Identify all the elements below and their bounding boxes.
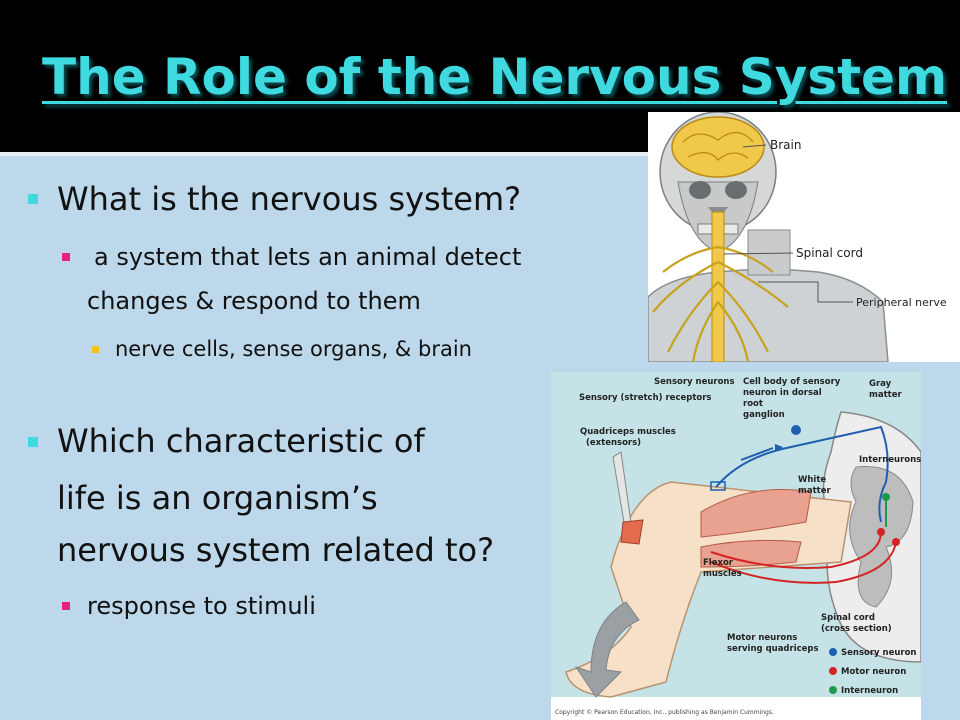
- label-gray-1: Gray: [869, 379, 892, 389]
- question-line-2: life is an organism’s: [57, 479, 378, 517]
- legend-dot-sensory: [829, 648, 837, 656]
- label-spinal-2: (cross section): [821, 624, 892, 634]
- answer-line-1: a system that lets an animal detect: [94, 243, 522, 271]
- legend-motor-neuron: Motor neuron: [841, 667, 906, 677]
- bullet-marker: [28, 437, 38, 447]
- label-cell-body-2: neuron in dorsal: [743, 388, 822, 398]
- label-quad-1: Quadriceps muscles: [580, 427, 676, 437]
- legend-dot-motor: [829, 667, 837, 675]
- reflex-arc-figure: Sensory neurons Sensory (stretch) recept…: [551, 372, 922, 720]
- label-brain: Brain: [770, 138, 801, 152]
- legend-interneuron: Interneuron: [841, 686, 898, 696]
- label-flexor-1: Flexor: [703, 558, 734, 568]
- label-peripheral-nerve: Peripheral nerve: [856, 296, 947, 309]
- label-quad-2: (extensors): [586, 438, 641, 448]
- label-motor-2: serving quadriceps: [727, 644, 819, 654]
- label-spinal-1: Spinal cord: [821, 613, 875, 623]
- anatomy-figure: Brain Spinal cord Peripheral nerve: [647, 111, 960, 363]
- label-gray-2: matter: [869, 390, 902, 400]
- bullet-marker: [28, 194, 38, 204]
- answer-response: response to stimuli: [87, 592, 316, 620]
- label-cell-body-4: ganglion: [743, 410, 785, 420]
- label-stretch-receptors: Sensory (stretch) receptors: [579, 393, 712, 403]
- question-line-3: nervous system related to?: [57, 531, 495, 569]
- bullet-marker: [62, 253, 70, 261]
- bullet-list: What is the nervous system? a system tha…: [0, 152, 650, 720]
- label-white-2: matter: [798, 486, 831, 496]
- bullet-marker: [62, 602, 70, 610]
- label-flexor-2: muscles: [703, 569, 742, 579]
- label-cell-body-3: root: [743, 399, 763, 409]
- question-what-is: What is the nervous system?: [57, 180, 522, 218]
- slide-title: The Role of the Nervous System: [42, 48, 948, 106]
- anatomy-illustration: Brain Spinal cord Peripheral nerve: [647, 111, 947, 363]
- label-motor-1: Motor neurons: [727, 633, 797, 643]
- legend-dot-interneuron: [829, 686, 837, 694]
- figure-copyright: Copyright © Pearson Education, Inc., pub…: [555, 709, 774, 716]
- label-white-1: White: [798, 475, 826, 485]
- label-sensory-neurons: Sensory neurons: [654, 377, 735, 387]
- label-interneurons: Interneurons: [859, 455, 921, 465]
- label-cell-body-1: Cell body of sensory: [743, 377, 841, 387]
- question-line-1: Which characteristic of: [57, 422, 425, 460]
- legend-sensory-neuron: Sensory neuron: [841, 648, 916, 658]
- answer-line-2: changes & respond to them: [87, 287, 421, 315]
- bullet-marker: [92, 346, 99, 353]
- label-spinal-cord: Spinal cord: [796, 246, 863, 260]
- reflex-arc-illustration: Sensory neurons Sensory (stretch) recept…: [551, 372, 922, 716]
- title-bar: The Role of the Nervous System: [0, 0, 960, 152]
- answer-sub-bullet: nerve cells, sense organs, & brain: [115, 337, 472, 361]
- title-divider: [0, 152, 650, 156]
